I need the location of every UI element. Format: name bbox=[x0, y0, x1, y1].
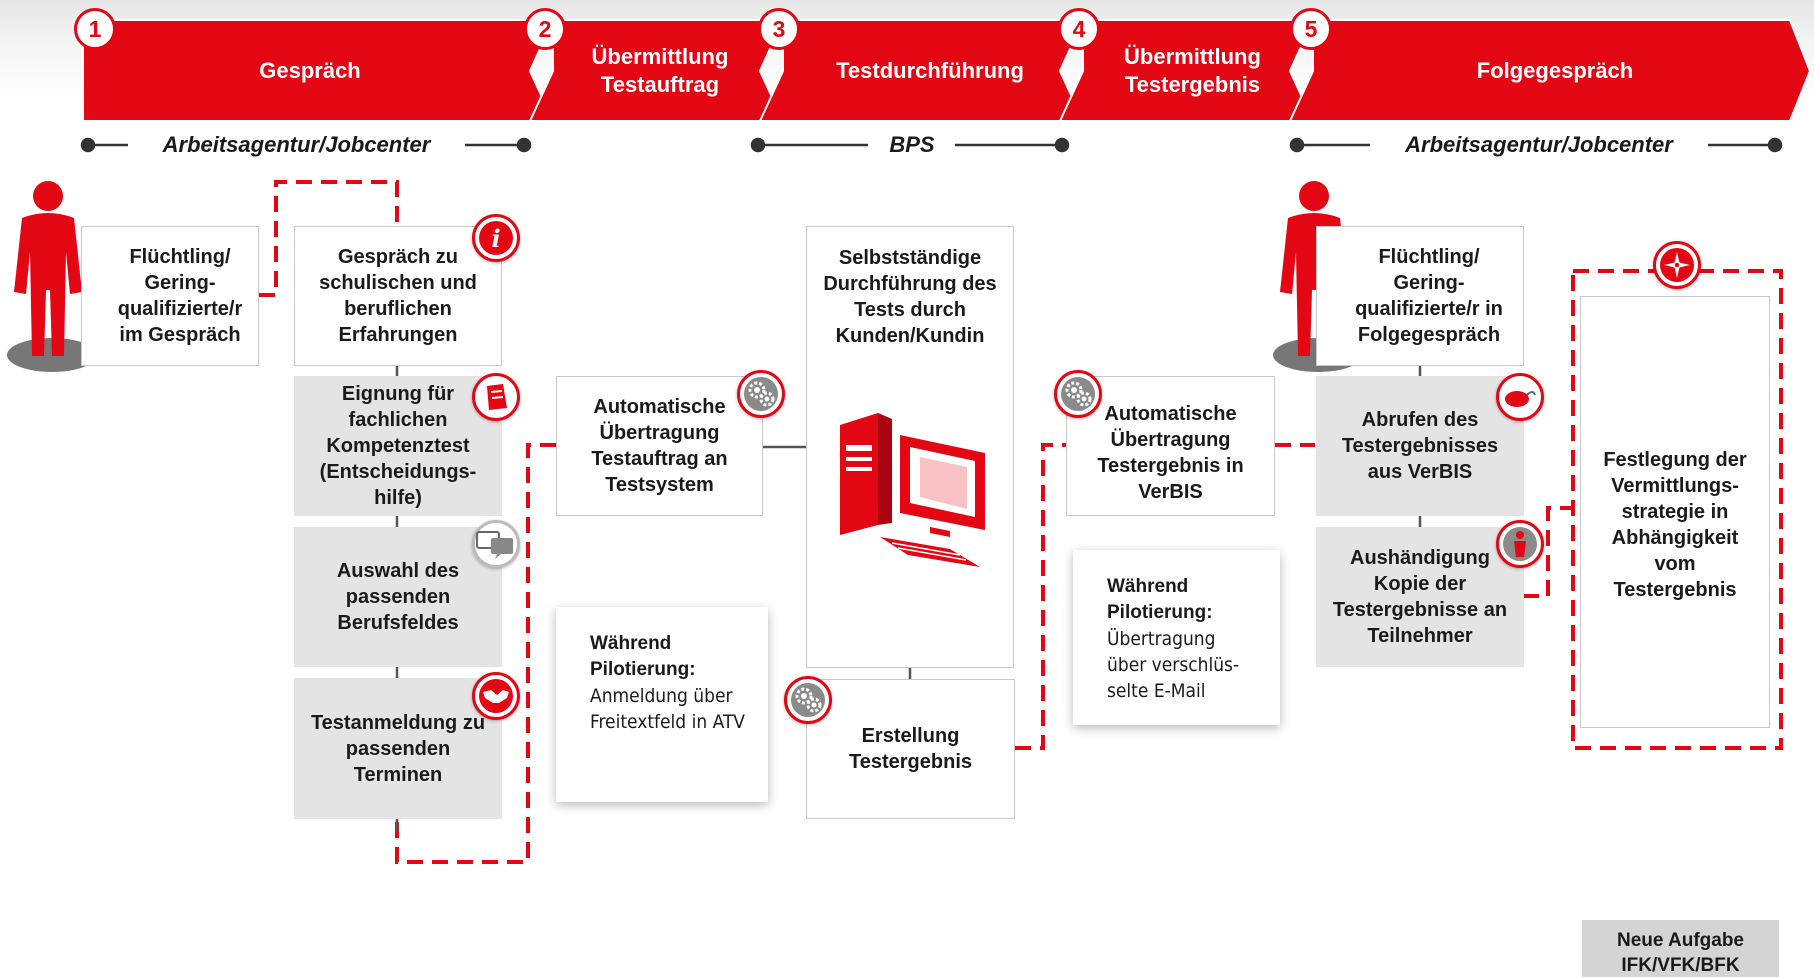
person-badge-icon bbox=[1496, 520, 1544, 568]
box-abrufen-testergebnis: Abrufen des Testergebnisses aus VerBIS bbox=[1316, 376, 1524, 516]
note-heading: Während Pilotierung: bbox=[1107, 576, 1213, 623]
box-gespraech-erfahrungen: Gespräch zu schulischen und beruflichen … bbox=[294, 226, 502, 366]
chevron-step-5 bbox=[1288, 19, 1812, 122]
box-auswahl-berufsfeld: Auswahl des passenden Berufsfeldes bbox=[294, 527, 502, 667]
step-3-number: 3 bbox=[758, 8, 800, 50]
step-1-number: 1 bbox=[74, 8, 116, 50]
note-pilotierung-email: Während Pilotierung: Übertragung über ve… bbox=[1073, 550, 1280, 725]
step-5-number: 5 bbox=[1290, 8, 1332, 50]
agency-label-middle: BPS bbox=[889, 132, 935, 157]
chat-bubbles-icon bbox=[472, 520, 520, 568]
document-icon bbox=[472, 373, 520, 421]
box-festlegung-vermittlungsstrategie: Festlegung der Vermittlungs-strategie in… bbox=[1580, 296, 1770, 728]
mouse-icon bbox=[1496, 373, 1544, 421]
process-chevrons bbox=[82, 19, 1812, 122]
box-fluechtling-gespraech: Flüchtling/ Gering-qualifizierte/r im Ge… bbox=[81, 226, 259, 366]
gears-icon bbox=[784, 676, 832, 724]
step-4-number: 4 bbox=[1058, 8, 1100, 50]
step-1-title: Gespräch bbox=[259, 58, 361, 83]
step-3-title: Testdurchführung bbox=[836, 58, 1024, 83]
dashed-bracket-left bbox=[259, 180, 399, 297]
info-icon: i bbox=[472, 214, 520, 262]
note-pilotierung-anmeldung: Während Pilotierung: Anmeldung über Frei… bbox=[556, 607, 768, 802]
note-text: Übertragung über verschlüs-selte E-Mail bbox=[1107, 628, 1240, 702]
compass-icon bbox=[1653, 241, 1701, 289]
agency-label-left: Arbeitsagentur/Jobcenter bbox=[162, 132, 431, 157]
note-heading: Während Pilotierung: bbox=[590, 633, 696, 680]
agency-label-right: Arbeitsagentur/Jobcenter bbox=[1405, 132, 1673, 157]
step-5-title: Folgegespräch bbox=[1476, 58, 1634, 83]
box-fluechtling-folgegespraech: Flüchtling/ Gering-qualifizierte/r in Fo… bbox=[1316, 226, 1524, 366]
box-testanmeldung: Testanmeldung zu passenden Terminen bbox=[294, 678, 502, 819]
step-2-title: Übermittlung Testauftrag bbox=[591, 44, 729, 97]
box-eignung-kompetenztest: Eignung für fachlichen Kompetenztest (En… bbox=[294, 376, 502, 516]
step-2-number: 2 bbox=[524, 8, 566, 50]
legend-neue-aufgabe: Neue Aufgabe IFK/VFK/BFK bbox=[1582, 920, 1779, 977]
step-4-title: Übermittlung Testergebnis bbox=[1124, 44, 1261, 97]
dashed-link-festlegung bbox=[1523, 506, 1573, 598]
box-automatische-uebertragung-testauftrag: Automatische Übertragung Testauftrag an … bbox=[556, 376, 763, 516]
note-text: Anmeldung über Freitextfeld in ATV bbox=[590, 685, 745, 733]
gears-icon bbox=[1054, 370, 1102, 418]
handshake-icon bbox=[472, 672, 520, 720]
box-automatische-uebertragung-testergebnis: Automatische Übertragung Testergebnis in… bbox=[1066, 376, 1275, 516]
gears-icon bbox=[737, 370, 785, 418]
box-erstellung-testergebnis: Erstellung Testergebnis bbox=[806, 679, 1015, 819]
person-icon-left bbox=[7, 181, 97, 372]
dashed-link-erstellung bbox=[1015, 443, 1066, 750]
box-aushaendigung-kopie: Aushändigung Kopie der Testergebnisse an… bbox=[1316, 527, 1524, 667]
dashed-bracket-bottom bbox=[395, 443, 556, 864]
